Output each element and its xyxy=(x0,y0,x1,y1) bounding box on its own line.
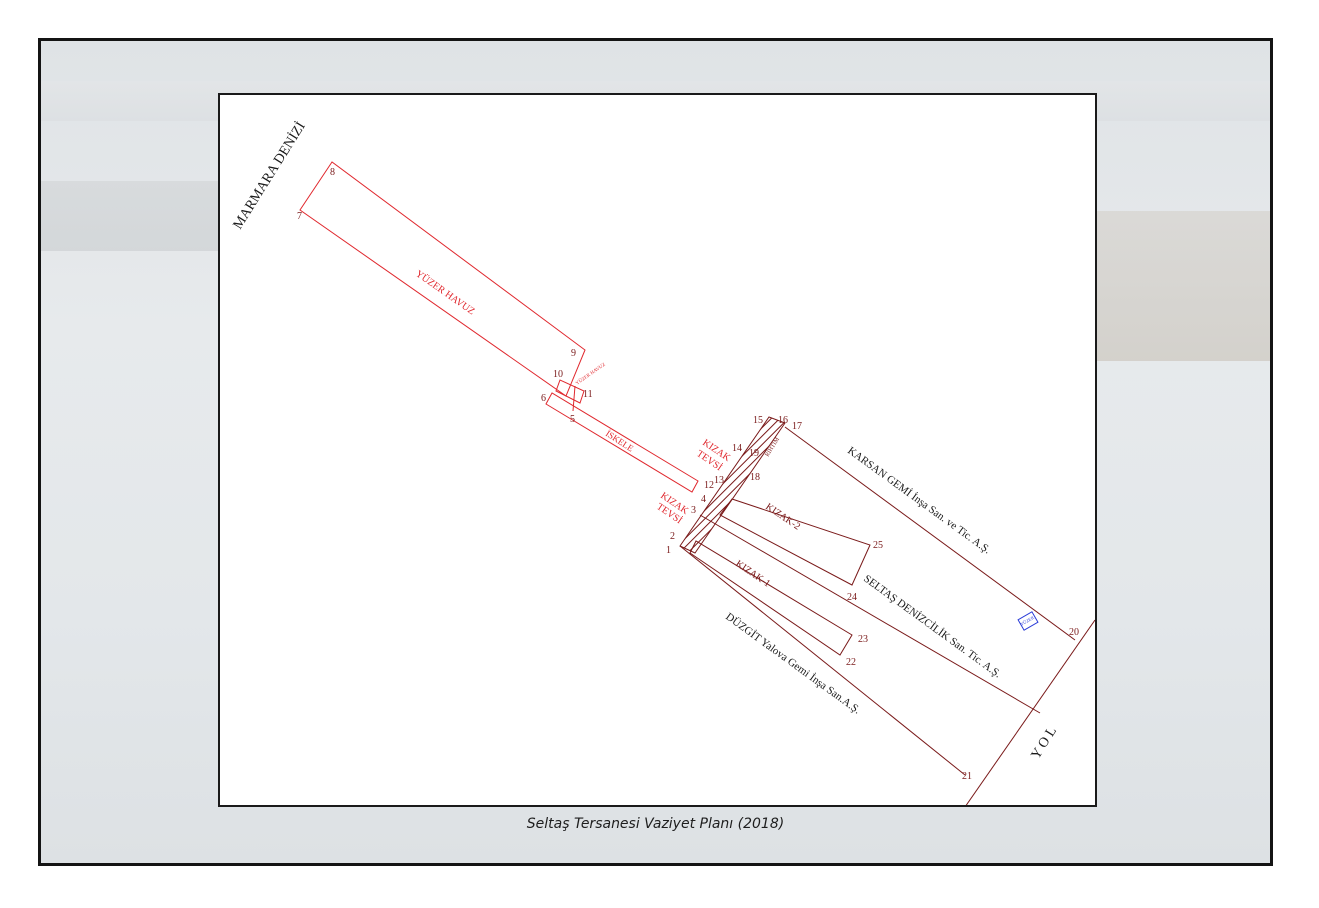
point-label: 10 xyxy=(553,369,563,380)
point-label: 15 xyxy=(753,415,763,426)
road-line xyxy=(965,619,1095,805)
pier-outline xyxy=(545,392,699,493)
karsan-label: KARSAN GEMİ İnşa San. ve Tic. A.Ş. xyxy=(845,445,993,557)
point-label: 21 xyxy=(962,771,972,782)
seltas-boundary xyxy=(699,514,1041,714)
background-shipyard-right xyxy=(1080,211,1270,361)
slip1-label: KIZAK-1 xyxy=(733,558,772,589)
point-label: 20 xyxy=(1069,627,1079,638)
point-label: 16 xyxy=(778,415,788,426)
point-label: 5 xyxy=(570,414,575,425)
point-label: 12 xyxy=(704,480,714,491)
floating-dock-label: YÜZER HAVUZ xyxy=(413,268,477,318)
duzgit-boundary xyxy=(679,545,966,776)
point-label: 19 xyxy=(749,448,759,459)
road-label: Y O L xyxy=(1029,724,1060,762)
image-frame: YÜZER MARMARA DENİZİ YÜZER HAVUZ YÜZER H… xyxy=(38,38,1273,866)
point-label: 1 xyxy=(666,545,671,556)
seltas-label: SELTAŞ DENİZCİLİK San. Tic. A.Ş. xyxy=(861,573,1003,681)
karsan-boundary xyxy=(784,426,1076,641)
point-label: 7 xyxy=(297,211,302,222)
figure-caption: Seltaş Tersanesi Vaziyet Planı (2018) xyxy=(526,816,785,832)
point-label: 22 xyxy=(846,657,856,668)
point-label: 25 xyxy=(873,540,883,551)
duzgit-label: DÜZGİT Yalova Gemi İnşa San.A.Ş. xyxy=(723,611,863,717)
slip2-outline xyxy=(719,498,871,586)
site-plan-drawing: YÜZER MARMARA DENİZİ YÜZER HAVUZ YÜZER H… xyxy=(218,93,1097,807)
point-label: 2 xyxy=(670,531,675,542)
small-blue-box xyxy=(1017,611,1039,631)
point-label: 3 xyxy=(691,505,696,516)
small-floating-dock-label: YÜZER HAVUZ xyxy=(575,362,607,387)
point-label: 14 xyxy=(732,443,742,454)
point-label: 18 xyxy=(750,472,760,483)
point-label: 13 xyxy=(714,475,724,486)
slip2-label: KIZAK-2 xyxy=(763,501,802,532)
point-label: 11 xyxy=(583,389,593,400)
point-label: 23 xyxy=(858,634,868,645)
point-label: 6 xyxy=(541,393,546,404)
point-label: 8 xyxy=(330,167,335,178)
point-label: 17 xyxy=(792,421,802,432)
site-plan-svg: YÜZER MARMARA DENİZİ YÜZER HAVUZ YÜZER H… xyxy=(230,119,1095,805)
small-floating-dock-outline xyxy=(555,379,585,404)
background-shipyard-left xyxy=(41,181,221,251)
point-label: 4 xyxy=(701,494,706,505)
slip1-outline xyxy=(689,540,853,656)
point-label: 24 xyxy=(847,592,857,603)
point-label: 9 xyxy=(571,348,576,359)
floating-dock-outline xyxy=(299,161,586,397)
